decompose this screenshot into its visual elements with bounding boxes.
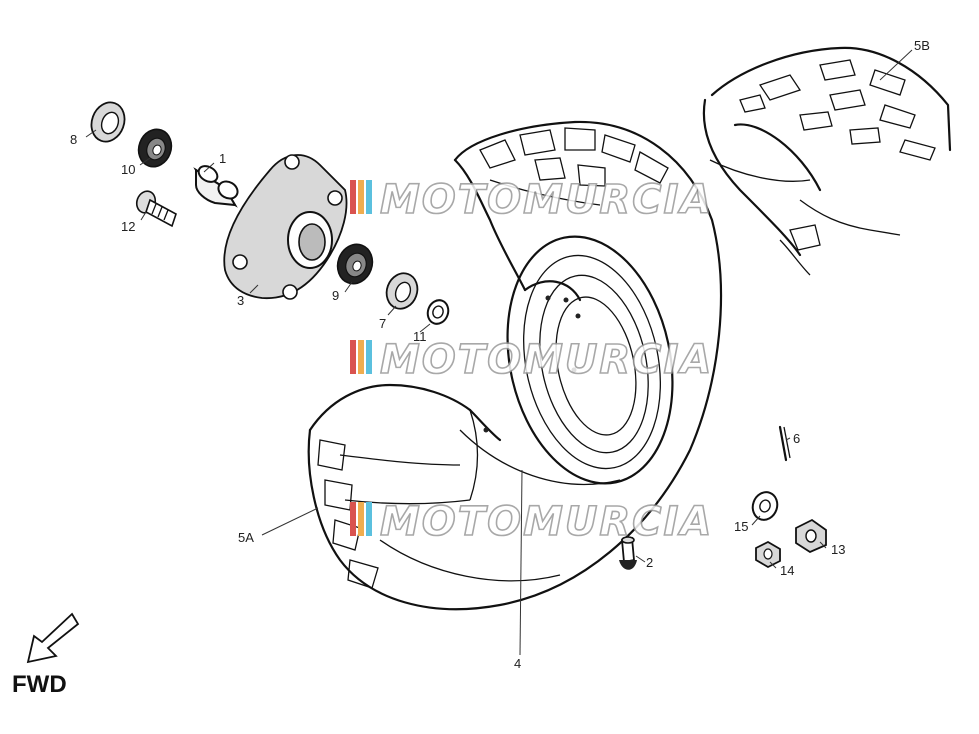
part-label-2: 2 [646, 555, 653, 570]
part-label-5a: 5A [238, 530, 254, 545]
watermark-bottom: MOTOMURCIA [350, 498, 713, 546]
stud-12-drawing [135, 190, 177, 228]
direction-label: FWD [12, 671, 67, 698]
watermark-text: MOTOMURCIA [380, 499, 713, 545]
part-label-3: 3 [237, 293, 244, 308]
part-label-12: 12 [121, 219, 135, 234]
part-label-8: 8 [70, 132, 77, 147]
rim-4-drawing [468, 235, 674, 485]
bearing-10-drawing [137, 128, 173, 168]
bearing-9-drawing [336, 243, 374, 285]
cotter-pin-6-drawing [778, 425, 791, 462]
watermark-middle: MOTOMURCIA [350, 336, 713, 384]
watermark-text: MOTOMURCIA [380, 337, 713, 383]
part-label-9: 9 [332, 288, 339, 303]
valve-2-drawing [619, 536, 637, 570]
part-label-6: 6 [793, 431, 800, 446]
part-label-7: 7 [379, 316, 386, 331]
hub-3-drawing [223, 154, 348, 300]
forward-arrow-icon [26, 612, 80, 664]
watermark-text: MOTOMURCIA [380, 177, 713, 223]
washer-15-drawing [751, 491, 779, 521]
part-label-11: 11 [413, 329, 427, 344]
part-label-4: 4 [514, 656, 521, 671]
tire-5b-drawing [702, 46, 952, 276]
part-label-14: 14 [780, 563, 794, 578]
seal-7-drawing [385, 272, 419, 310]
part-label-15: 15 [734, 519, 748, 534]
castle-nut-13-drawing [795, 518, 827, 554]
part-label-13: 13 [831, 542, 845, 557]
nut-14-drawing [755, 540, 781, 569]
leader-lines [85, 49, 913, 656]
watermark-top: MOTOMURCIA [350, 176, 713, 224]
part-label-10: 10 [121, 162, 135, 177]
collar-11-drawing [426, 299, 450, 325]
seal-8-drawing [90, 101, 126, 143]
part-label-5b: 5B [914, 38, 930, 53]
part-label-1: 1 [219, 151, 226, 166]
spacer-1-drawing [193, 165, 239, 208]
